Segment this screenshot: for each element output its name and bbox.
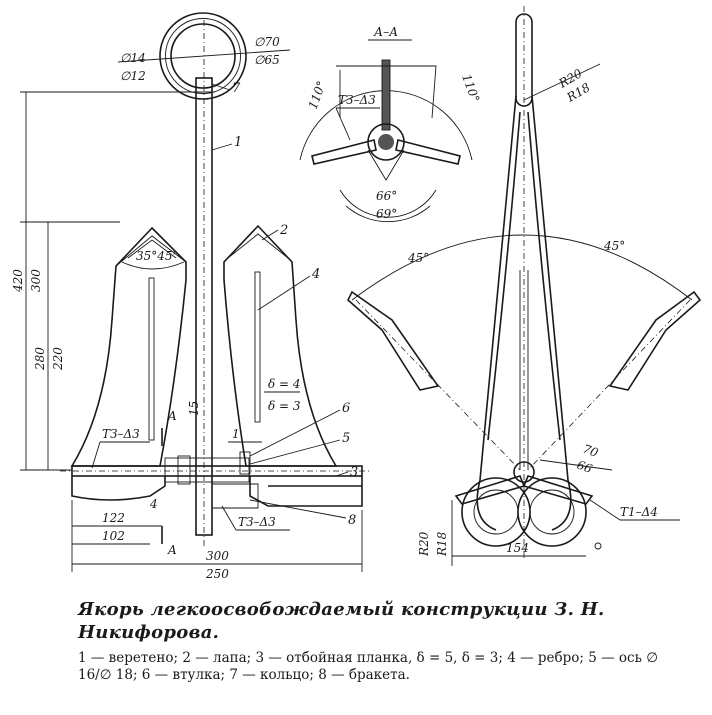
side-angle-right: 45°	[603, 239, 625, 253]
side-view: 45° 45° R20 R18 70 66 Т1–Δ4 R20 R18 154	[347, 6, 702, 566]
weld-label-bottom: ТЗ–Δ3	[238, 515, 276, 529]
section-angle-66: 66°	[376, 189, 397, 203]
figure-caption: Якорь легкоосвобождаемый конструкции З. …	[78, 598, 678, 684]
bushing	[239, 451, 251, 475]
bracket	[212, 483, 259, 509]
callout-8: 8	[348, 513, 356, 528]
dim-ring-d12: ∅12	[120, 69, 146, 83]
dim-1: 1	[232, 427, 240, 441]
callout-7: 7	[232, 81, 241, 96]
callout-1: 1	[234, 135, 242, 150]
dim-ring-d65: ∅65	[254, 53, 280, 67]
right-fluke	[223, 224, 338, 467]
dim-angle-35-45: 35°45'	[136, 249, 176, 263]
section-weld: ТЗ–Δ3	[338, 93, 376, 107]
side-dim-66: 66	[575, 458, 594, 477]
caption-legend: 1 — веретено; 2 — лапа; 3 — отбойная пла…	[78, 650, 659, 683]
callout-3: 3	[350, 465, 358, 480]
dim-250: 250	[205, 567, 229, 581]
dim-4: 4	[149, 497, 158, 511]
weld-label-left: ТЗ–Δ3	[102, 427, 140, 441]
dim-220: 220	[51, 347, 65, 371]
callout-2: 2	[279, 223, 288, 238]
side-r20-bottom: R20	[417, 531, 431, 557]
side-shank	[476, 95, 572, 531]
section-mark-top: A	[167, 409, 177, 423]
dim-ring-d14: ∅14	[120, 51, 146, 65]
side-dim-154: 154	[506, 541, 529, 555]
anchor-technical-drawing: ∅14 ∅12 ∅70 ∅65 420 300	[11, 6, 702, 581]
ring-outer	[159, 12, 247, 100]
dim-122: 122	[102, 511, 125, 525]
rib	[254, 271, 261, 423]
section-title: А–А	[373, 25, 398, 39]
side-weld: Т1–Δ4	[620, 505, 658, 519]
ring-inner	[170, 23, 236, 89]
callout-5: 5	[342, 431, 350, 446]
dim-delta-4: δ = 4	[268, 377, 301, 391]
section-angle-69: 69°	[376, 207, 397, 221]
caption-title: Якорь легкоосвобождаемый конструкции З. …	[78, 599, 605, 643]
side-dim-70: 70	[581, 442, 600, 461]
callout-6: 6	[342, 401, 350, 416]
side-angle-left: 45°	[407, 251, 429, 265]
dim-102: 102	[102, 529, 125, 543]
dim-ring-d70: ∅70	[254, 35, 280, 49]
side-r18-bottom: R18	[435, 531, 449, 557]
dim-300-h: 300	[206, 549, 229, 563]
section-angle-right: 110°	[459, 72, 482, 104]
callout-4: 4	[311, 267, 320, 282]
section-angle-left: 110°	[306, 79, 329, 111]
dim-300-v: 300	[29, 269, 43, 292]
section-mark-bottom: A	[167, 543, 177, 557]
dim-delta-3: δ = 3	[268, 399, 301, 413]
front-view: ∅14 ∅12 ∅70 ∅65 420 300	[11, 12, 372, 581]
dim-280: 280	[33, 347, 47, 371]
dim-15: 15	[187, 401, 201, 416]
dim-420: 420	[11, 269, 25, 293]
section-a-a: А–А ТЗ–Δ3 110° 110° 66° 69°	[299, 25, 482, 223]
